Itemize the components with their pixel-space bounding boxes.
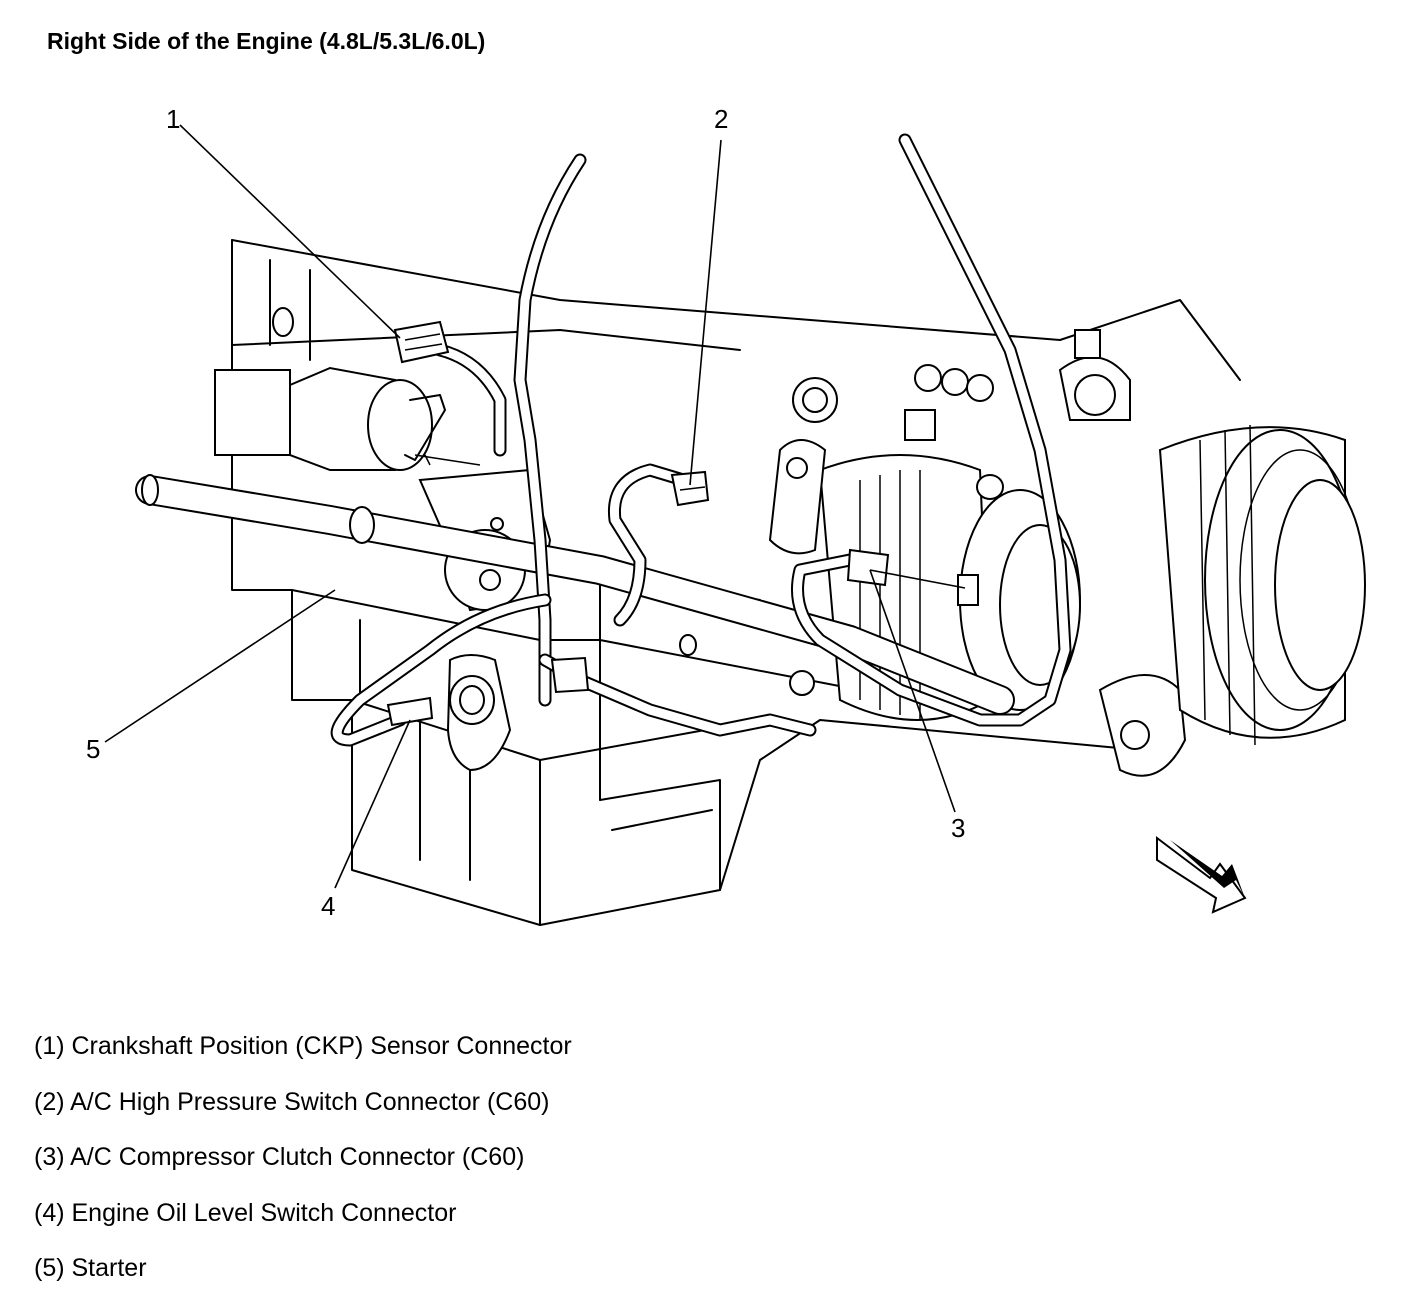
legend: (1) Crankshaft Position (CKP) Sensor Con…: [34, 1030, 572, 1308]
crankshaft-pulley: [1158, 424, 1366, 746]
legend-item: (1) Crankshaft Position (CKP) Sensor Con…: [34, 1032, 572, 1060]
wiring-harness: [330, 133, 1072, 747]
oil-level-switch-area: [446, 654, 512, 772]
legend-item: (4) Engine Oil Level Switch Connector: [34, 1198, 457, 1227]
legend-item: (5) Starter: [34, 1254, 147, 1282]
coolant-hose: [135, 474, 1015, 715]
leader-lines: [104, 124, 966, 889]
engine-fittings: [768, 329, 1131, 555]
starter-harness-connector: [550, 656, 590, 694]
callout-4: 4: [321, 891, 335, 921]
legend-item: (2) A/C High Pressure Switch Connector (…: [34, 1087, 550, 1116]
callout-5: 5: [86, 734, 100, 764]
callout-2: 2: [714, 104, 728, 134]
direction-arrow-icon: [1156, 835, 1247, 914]
callout-3: 3: [951, 813, 965, 843]
ac-high-pressure-switch-connector: [670, 470, 710, 507]
legend-item: (3) A/C Compressor Clutch Connector (C60…: [34, 1143, 525, 1171]
oil-level-switch-connector: [386, 696, 434, 727]
engine-diagram: 1 2 3 4 5: [86, 104, 1366, 926]
ac-compressor: [818, 454, 1187, 777]
callout-1: 1: [166, 104, 180, 134]
ac-compressor-clutch-connector: [846, 548, 979, 606]
diagram-title: Right Side of the Engine (4.8L/5.3L/6.0L…: [47, 28, 486, 54]
ckp-sensor-connector: [393, 320, 450, 364]
